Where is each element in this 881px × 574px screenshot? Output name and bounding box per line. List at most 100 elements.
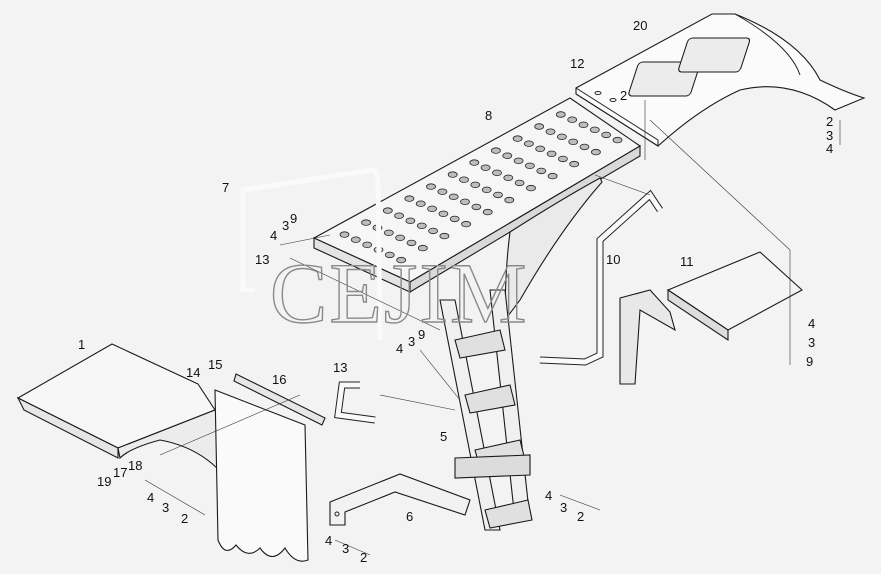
callout-15: 15 [208, 357, 222, 372]
ladder-part-5 [439, 289, 533, 531]
callout-labels: 20 12 2 8 2 3 4 7 3 9 4 13 10 11 4 3 9 1… [78, 18, 833, 565]
callout-18: 18 [128, 458, 142, 473]
watermark: CEJIM [270, 245, 528, 341]
tread-dimple [362, 241, 373, 248]
callout-3: 3 [408, 334, 415, 349]
callout-10: 10 [606, 252, 620, 267]
grab-handle-part-13 [334, 381, 376, 424]
tread-dimple [534, 123, 545, 130]
tread-dimple [568, 138, 579, 145]
tread-dimple [591, 148, 601, 156]
tread-dimple [471, 203, 482, 211]
callout-4: 4 [147, 490, 154, 505]
tread-dimple [406, 239, 417, 247]
callout-13: 13 [333, 360, 347, 375]
callout-3: 3 [162, 500, 169, 515]
callout-5: 5 [440, 429, 447, 444]
tread-dimple [382, 207, 393, 214]
tread-dimple [426, 183, 436, 190]
tread-dimple [525, 162, 535, 169]
tread-dimple [447, 171, 458, 178]
callout-17: 17 [113, 465, 127, 480]
tread-dimple [503, 174, 514, 181]
tread-dimples [339, 111, 623, 264]
tread-dimple [395, 234, 406, 241]
callout-4: 4 [396, 341, 403, 356]
callout-8: 8 [485, 108, 492, 123]
tread-dimple [460, 198, 470, 205]
callout-1: 1 [78, 337, 85, 352]
callout-14: 14 [186, 365, 200, 380]
callout-6: 6 [406, 509, 413, 524]
tread-dimple [427, 205, 438, 212]
tread-dimple [547, 172, 558, 180]
callout-2: 2 [620, 88, 627, 103]
mudflap-part-14 [214, 373, 326, 562]
tread-dimple [546, 150, 557, 157]
tread-dimple [589, 126, 600, 133]
tread-dimple [493, 191, 503, 199]
tread-dimple [601, 131, 612, 139]
callout-2: 2 [360, 550, 367, 565]
tread-dimple [437, 188, 448, 195]
tread-dimple [504, 196, 515, 204]
tread-dimple [461, 220, 472, 228]
tread-dimple [557, 133, 567, 140]
tread-dimple [502, 152, 513, 159]
callout-3: 3 [282, 218, 289, 233]
tread-dimple [339, 231, 350, 238]
tread-dimple [480, 164, 491, 171]
tread-dimple [512, 135, 523, 142]
tread-dimple [490, 147, 501, 154]
callout-7: 7 [222, 180, 229, 195]
tread-dimple [417, 244, 428, 252]
leader-lines [144, 100, 841, 556]
tread-dimple [361, 219, 372, 226]
tread-dimple [415, 200, 426, 207]
callout-4: 4 [325, 533, 332, 548]
bracket-part-6 [329, 473, 471, 526]
tread-dimple [438, 210, 449, 217]
tread-dimple [514, 179, 525, 187]
callout-3: 3 [808, 335, 815, 350]
callout-4: 4 [808, 316, 815, 331]
callout-3: 3 [342, 541, 349, 556]
tread-dimple [526, 184, 536, 192]
tread-dimple [428, 227, 439, 235]
tread-dimple [555, 111, 566, 118]
tread-dimple [545, 128, 556, 135]
tread-dimple [567, 116, 578, 123]
handrail-part-7 [240, 167, 383, 341]
tread-dimple [449, 215, 460, 223]
tread-dimple [405, 217, 416, 224]
tread-dimple [469, 159, 480, 166]
tread-dimple [459, 176, 469, 183]
tread-dimple [612, 136, 623, 144]
tread-dimple [481, 186, 492, 193]
tread-dimple [404, 195, 415, 202]
tread-dimple [394, 212, 405, 219]
tread-dimple [513, 157, 524, 164]
tread-dimple [579, 143, 590, 151]
tread-dimple [470, 181, 481, 188]
callout-3: 3 [826, 128, 833, 143]
callout-4: 4 [545, 488, 552, 503]
callout-12: 12 [570, 56, 584, 71]
tread-dimple [558, 155, 568, 163]
tread-dimple [416, 222, 427, 229]
tread-dimple [350, 236, 361, 243]
callout-9: 9 [418, 327, 425, 342]
tread-dimple [439, 232, 450, 240]
callout-20: 20 [633, 18, 647, 33]
callout-9: 9 [806, 354, 813, 369]
handrail-part-10 [539, 189, 663, 366]
checker-platform-part-8 [312, 97, 642, 322]
callout-4: 4 [826, 141, 833, 156]
tread-dimple [482, 208, 493, 216]
callout-19: 19 [97, 474, 111, 489]
callout-13: 13 [255, 252, 269, 267]
tread-dimple [492, 169, 502, 176]
callout-11: 11 [680, 254, 694, 269]
